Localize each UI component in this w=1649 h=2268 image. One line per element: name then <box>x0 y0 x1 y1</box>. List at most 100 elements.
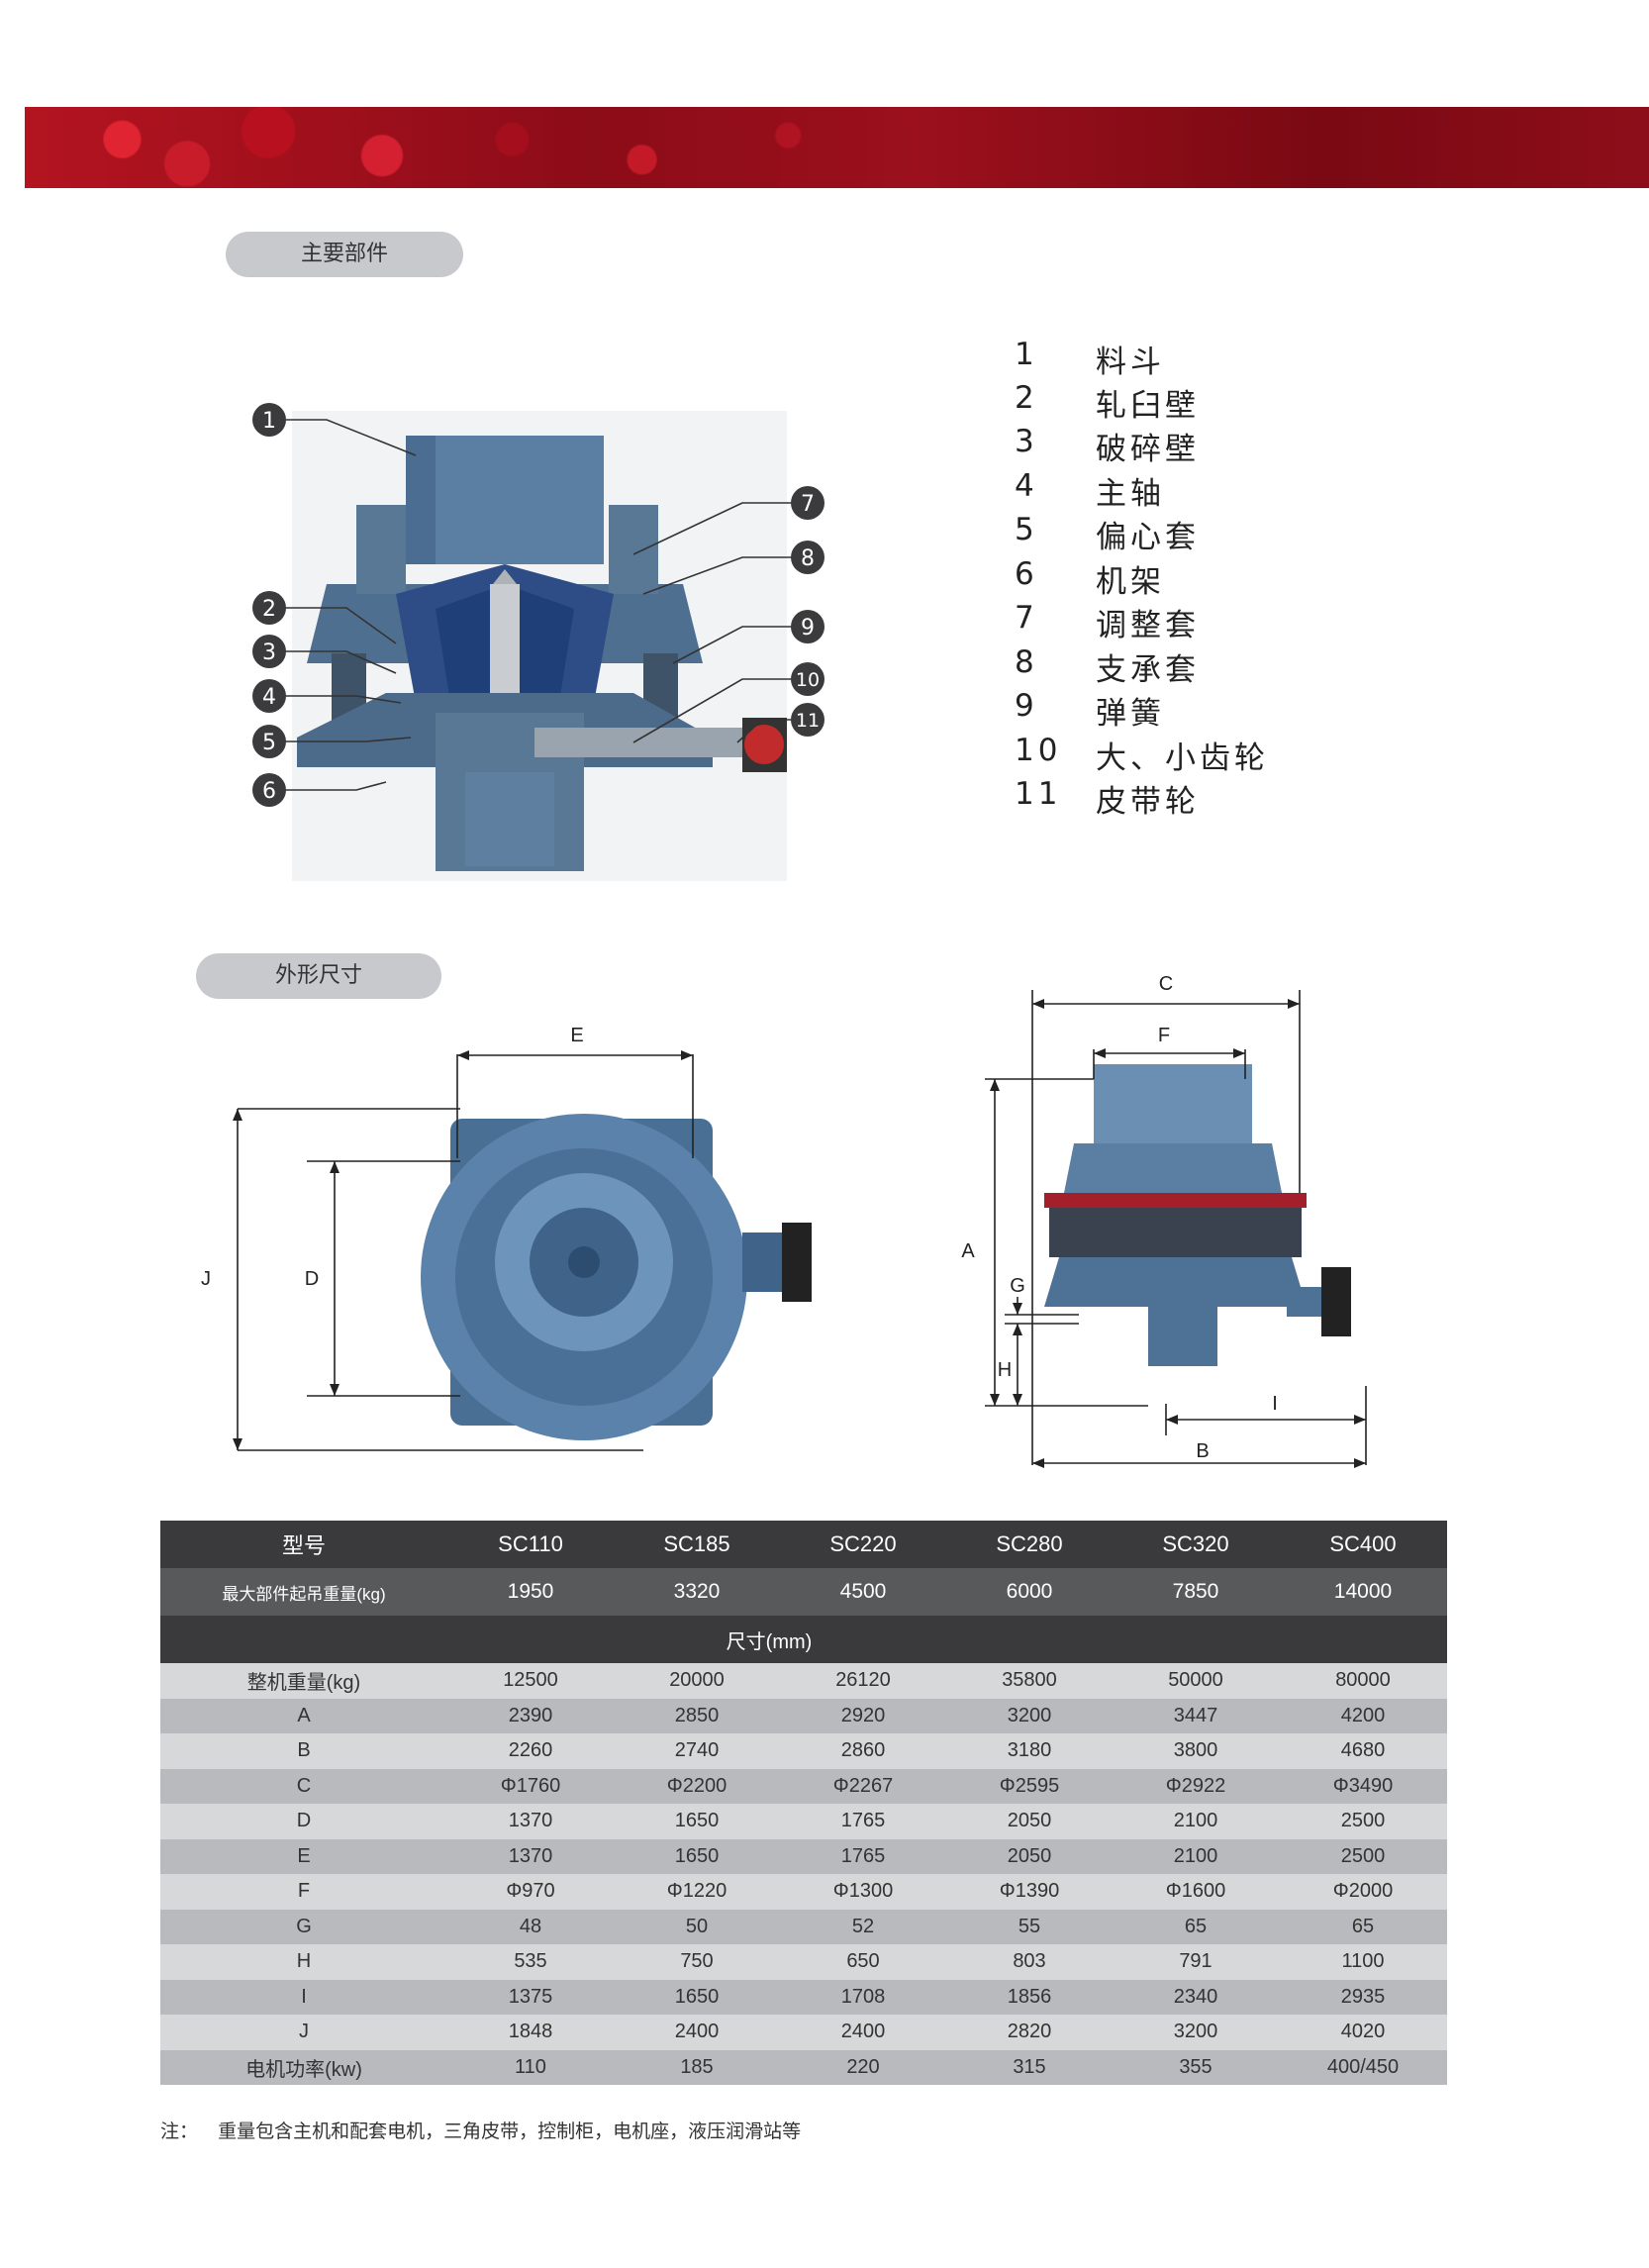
table-cell: Φ2000 <box>1279 1874 1447 1910</box>
table-cell: 2740 <box>614 1733 780 1769</box>
table-row-label: C <box>160 1768 447 1804</box>
table-cell: 50 <box>614 1909 780 1944</box>
table-row-max-lift: 最大部件起吊重量(kg) 1950 3320 4500 6000 7850 14… <box>160 1568 1447 1616</box>
table-row-label: 电机功率(kw) <box>160 2049 447 2085</box>
table-cell: 2820 <box>946 2015 1113 2050</box>
table-header-cell: SC220 <box>780 1521 946 1568</box>
table-cell: 80000 <box>1279 1663 1447 1699</box>
svg-text:4: 4 <box>262 685 276 710</box>
callout-1: 1 <box>252 403 286 437</box>
dim-label-f: F <box>1158 1025 1170 1046</box>
table-row-label: G <box>160 1909 447 1944</box>
table-cell: 2100 <box>1113 1804 1279 1839</box>
table-cell: 1650 <box>614 1979 780 2015</box>
table-cell: 2100 <box>1113 1838 1279 1874</box>
table-cell: 4020 <box>1279 2015 1447 2050</box>
table-cell: 3320 <box>614 1568 780 1616</box>
table-header-cell: 型号 <box>160 1521 447 1568</box>
table-cell: Φ3490 <box>1279 1768 1447 1804</box>
table-cell: 1100 <box>1279 1944 1447 1980</box>
header-banner <box>25 107 1649 188</box>
table-row-label: 整机重量(kg) <box>160 1663 447 1699</box>
table-cell: 2500 <box>1279 1838 1447 1874</box>
table-cell: 535 <box>447 1944 614 1980</box>
table-cell: 2050 <box>946 1804 1113 1839</box>
table-cell: 2860 <box>780 1733 946 1769</box>
callout-3: 3 <box>252 635 286 668</box>
footnote-prefix: 注： <box>160 2120 199 2142</box>
table-header-cell: SC320 <box>1113 1521 1279 1568</box>
table-cell: 1708 <box>780 1979 946 2015</box>
table-cell: Φ1220 <box>614 1874 780 1910</box>
table-cell: 791 <box>1113 1944 1279 1980</box>
table-cell: 2850 <box>614 1698 780 1733</box>
table-cell: 1375 <box>447 1979 614 2015</box>
table-header-cell: SC400 <box>1279 1521 1447 1568</box>
svg-text:6: 6 <box>262 779 276 804</box>
table-cell: Φ2200 <box>614 1768 780 1804</box>
table-cell: 1650 <box>614 1838 780 1874</box>
table-cell: Φ970 <box>447 1874 614 1910</box>
table-cell: 315 <box>946 2049 1113 2085</box>
dim-label-g: G <box>1010 1275 1025 1297</box>
table-cell: 2500 <box>1279 1804 1447 1839</box>
table-cell: 185 <box>614 2049 780 2085</box>
table-cell: 2400 <box>780 2015 946 2050</box>
table-cell: Φ1300 <box>780 1874 946 1910</box>
table-cell: 3200 <box>1113 2015 1279 2050</box>
table-cell: 220 <box>780 2049 946 2085</box>
table-cell: 2260 <box>447 1733 614 1769</box>
table-header-cell: SC185 <box>614 1521 780 1568</box>
table-cell: 400/450 <box>1279 2049 1447 2085</box>
table-cell: 110 <box>447 2049 614 2085</box>
dim-label-c: C <box>1159 973 1173 995</box>
dim-label-h: H <box>998 1359 1012 1381</box>
table-cell: 2340 <box>1113 1979 1279 2015</box>
table-cell: Φ1760 <box>447 1768 614 1804</box>
table-cell: 2390 <box>447 1698 614 1733</box>
table-cell: 4680 <box>1279 1733 1447 1769</box>
dim-label-j: J <box>201 1268 211 1290</box>
table-cell: 48 <box>447 1909 614 1944</box>
table-cell: 1950 <box>447 1568 614 1616</box>
table-cell: 最大部件起吊重量(kg) <box>160 1568 447 1616</box>
svg-text:3: 3 <box>262 641 276 665</box>
table-cell: 65 <box>1279 1909 1447 1944</box>
table-cell: 2400 <box>614 2015 780 2050</box>
callout-6: 6 <box>252 773 286 807</box>
table-row-label: I <box>160 1979 447 2015</box>
table-cell: 35800 <box>946 1663 1113 1699</box>
table-cell: 1650 <box>614 1804 780 1839</box>
table-header-row: 型号 SC110 SC185 SC220 SC280 SC320 SC400 <box>160 1521 1447 1568</box>
section-title-dimensions: 外形尺寸 <box>196 953 441 999</box>
component-callouts: 1 2 3 4 5 6 7 8 9 10 11 <box>252 403 824 807</box>
dim-label-e: E <box>570 1025 583 1046</box>
table-row-label: F <box>160 1874 447 1910</box>
table-cell: 1370 <box>447 1804 614 1839</box>
table-cell: Φ2267 <box>780 1768 946 1804</box>
table-cell: 3800 <box>1113 1733 1279 1769</box>
table-cell: 750 <box>614 1944 780 1980</box>
table-cell: 4500 <box>780 1568 946 1616</box>
table-cell: Φ1600 <box>1113 1874 1279 1910</box>
table-cell: 2935 <box>1279 1979 1447 2015</box>
table-cell: 52 <box>780 1909 946 1944</box>
dim-label-a: A <box>961 1240 975 1262</box>
table-cell: 14000 <box>1279 1568 1447 1616</box>
footnote-text: 重量包含主机和配套电机，三角皮带，控制柜，电机座，液压润滑站等 <box>218 2120 802 2142</box>
table-cell: 4200 <box>1279 1698 1447 1733</box>
table-cell: 50000 <box>1113 1663 1279 1699</box>
